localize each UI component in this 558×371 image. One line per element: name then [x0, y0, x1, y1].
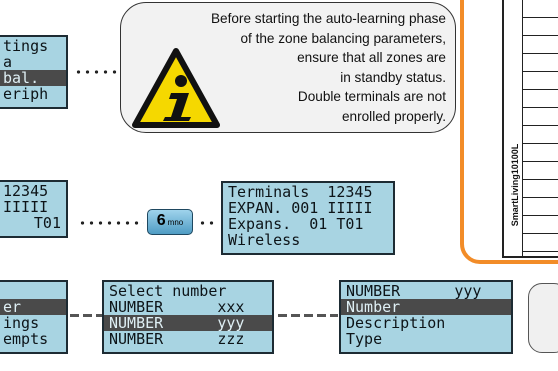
lcd-row-selected: Number	[341, 299, 511, 315]
connector-dots	[78, 221, 144, 225]
lcd-row: EXPAN. 001 IIIII	[228, 200, 373, 216]
device-terminal-rows	[522, 0, 558, 256]
device-label: SmartLiving10100L	[510, 143, 520, 227]
lcd-row: Wireless	[228, 232, 301, 248]
warning-text: Before starting the auto-learning phase …	[211, 9, 446, 127]
lcd-row: T01	[33, 215, 61, 231]
lcd-row: NUMBER yyy	[346, 283, 482, 299]
warning-line: in standby status.	[340, 69, 446, 85]
lcd-row: tings	[3, 38, 49, 54]
warning-info-icon	[132, 48, 220, 128]
lcd-row: Select number	[109, 283, 227, 299]
lcd-row: empts	[3, 331, 49, 347]
lcd-select-number: Select number NUMBER xxx NUMBER yyy NUMB…	[102, 280, 274, 354]
warning-callout: Before starting the auto-learning phase …	[120, 2, 456, 133]
lcd-terminals-partial: 12345 IIIII T01	[0, 180, 68, 238]
connector-dash	[70, 314, 102, 317]
lcd-settings-menu: tings a bal. eriph	[0, 35, 68, 109]
warning-line: enrolled properly.	[341, 108, 446, 124]
key-letters: mno	[167, 218, 184, 227]
connector-dash	[278, 314, 338, 317]
lcd-row: Type	[346, 331, 383, 347]
lcd-row: ings	[3, 315, 40, 331]
lcd-row: IIIII	[3, 199, 49, 215]
lcd-row: a	[3, 54, 13, 70]
warning-line: Before starting the auto-learning phase	[210, 11, 446, 26]
lcd-row	[3, 283, 61, 299]
side-callout-fragment	[528, 283, 558, 353]
warning-line: ensure that all zones are	[297, 50, 446, 66]
lcd-zone-details: NUMBER yyy Number Description Type	[339, 280, 513, 354]
warning-line: Double terminals are not	[297, 89, 446, 105]
lcd-row: NUMBER zzz	[109, 331, 245, 347]
lcd-zones-menu-partial: er ings empts	[0, 280, 68, 354]
lcd-row-selected: NUMBER yyy	[104, 315, 272, 331]
lcd-row: eriph	[3, 86, 49, 102]
connector-dots	[74, 70, 124, 74]
device-panel: SmartLiving10100L	[502, 0, 558, 258]
warning-line: of the zone balancing parameters,	[240, 30, 446, 46]
connector-dots	[198, 221, 218, 225]
lcd-row: Expans. 01 T01	[228, 216, 364, 232]
lcd-terminals: Terminals 12345 EXPAN. 001 IIIII Expans.…	[221, 181, 395, 255]
lcd-row-selected: er	[0, 299, 66, 315]
lcd-row: Description	[346, 315, 446, 331]
lcd-row-selected: bal.	[0, 70, 66, 86]
lcd-row: 12345	[3, 183, 49, 199]
lcd-row: Terminals 12345	[228, 184, 373, 200]
lcd-row: NUMBER xxx	[109, 299, 245, 315]
key-digit: 6	[156, 212, 166, 229]
